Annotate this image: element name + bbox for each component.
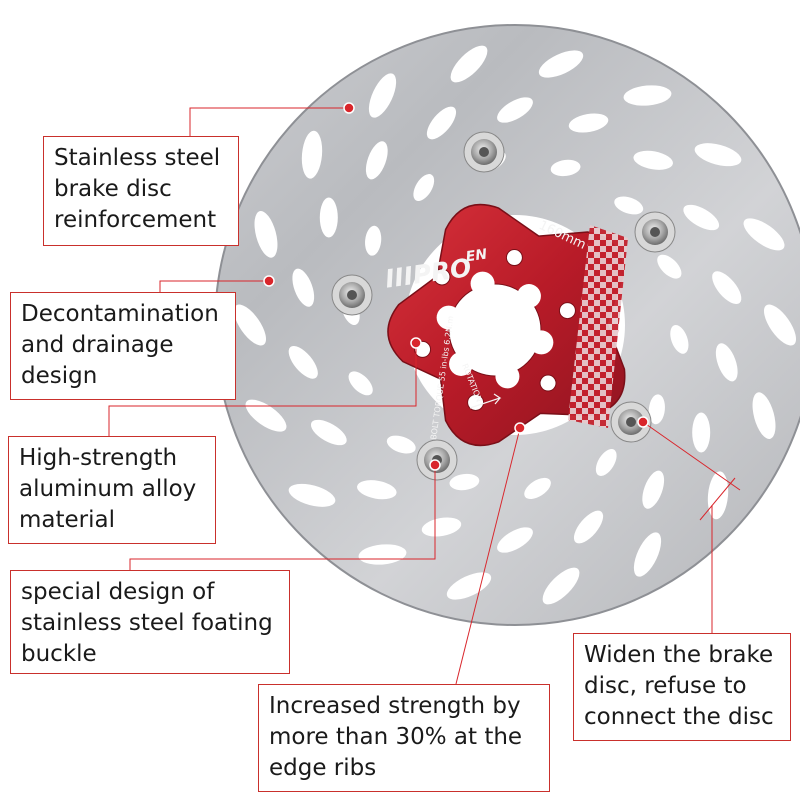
leader-dot	[637, 416, 649, 428]
callout-line: Decontamination	[21, 301, 219, 327]
leader-line-widen	[642, 421, 741, 491]
bore-lobe	[516, 284, 541, 309]
spider-hole	[433, 268, 451, 286]
callout-leader-lines	[108, 107, 741, 685]
callout-line: disc, refuse to	[584, 673, 747, 699]
spider-hole	[558, 302, 576, 320]
bore-lobe	[436, 305, 461, 330]
bore-lobe	[449, 351, 474, 376]
callout-line: special design of	[21, 579, 215, 605]
leader-line-drainage	[159, 280, 269, 292]
spider-hole	[539, 374, 557, 392]
callout-line: buckle	[21, 641, 97, 667]
callout-aluminum: High-strength aluminum alloy material	[8, 436, 216, 544]
leader-line-reinforcement	[189, 107, 349, 136]
callout-line: Widen the brake	[584, 642, 774, 668]
spider-bolt-holes	[414, 249, 576, 411]
callout-edge-ribs: Increased strength by more than 30% at t…	[258, 684, 550, 792]
bore-lobe	[470, 271, 495, 296]
leader-line-edge-ribs	[455, 427, 521, 685]
aluminum-spider: IIIPRO EN 160mm BOLT TORQUE 55 in-lbs 6.…	[383, 203, 628, 447]
callout-line: more than 30% at the	[269, 724, 523, 750]
leader-line-buckle	[129, 465, 436, 570]
callout-line: design	[21, 363, 98, 389]
callout-line: and drainage	[21, 332, 174, 358]
callout-buckle: special design of stainless steel foatin…	[10, 570, 290, 674]
leader-dot	[514, 422, 526, 434]
disc-width-marker	[699, 477, 736, 521]
rotation-arrow-icon	[469, 393, 502, 409]
rivet-center	[347, 290, 357, 300]
callout-line: material	[19, 507, 115, 533]
rivet-center	[479, 147, 489, 157]
callout-line: stainless steel foating	[21, 610, 273, 636]
callout-line: Stainless steel	[54, 145, 221, 171]
spider-hole	[505, 249, 523, 267]
bore-lobe	[495, 364, 520, 389]
center-bore	[436, 271, 554, 389]
leader-dot	[410, 337, 422, 349]
rivet-center	[650, 227, 660, 237]
leader-dot	[263, 275, 275, 287]
checker-stripe	[568, 225, 628, 428]
callout-line: Increased strength by	[269, 693, 521, 719]
callout-line: High-strength	[19, 445, 178, 471]
bore-opening	[448, 283, 542, 377]
brand-logo-suffix: EN	[465, 247, 489, 266]
callout-line: reinforcement	[54, 207, 217, 233]
bore-lobe	[529, 330, 554, 355]
callout-reinforcement: Stainless steel brake disc reinforcement	[43, 136, 239, 246]
callout-widen: Widen the brake disc, refuse to connect …	[573, 633, 791, 741]
rivet-center	[626, 417, 636, 427]
callout-line: edge ribs	[269, 755, 377, 781]
floating-rivets	[331, 131, 676, 481]
leader-dot	[343, 102, 355, 114]
callout-line: connect the disc	[584, 704, 774, 730]
leader-line-aluminum	[108, 343, 417, 436]
callout-line: aluminum alloy	[19, 476, 197, 502]
callout-drainage: Decontamination and drainage design	[10, 292, 236, 400]
callout-line: brake disc	[54, 176, 172, 202]
spider-hole	[467, 393, 485, 411]
callout-leader-dots	[263, 102, 736, 521]
leader-dot	[429, 459, 441, 471]
